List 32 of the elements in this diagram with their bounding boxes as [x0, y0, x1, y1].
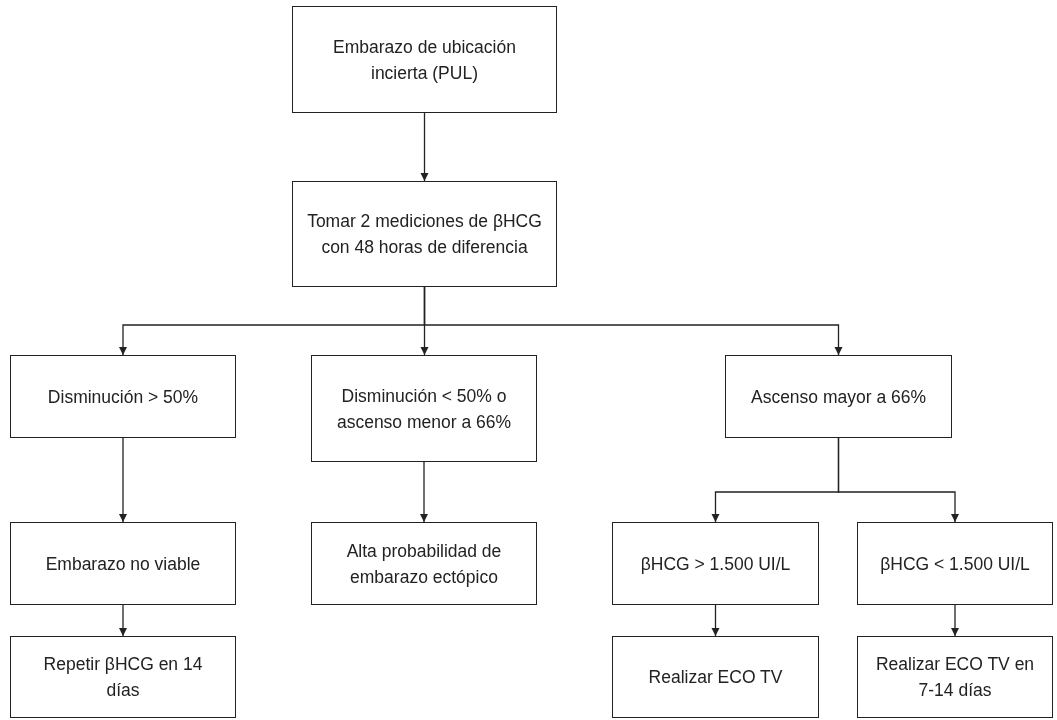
box-text: Embarazo de ubicación incierta (PUL) [332, 35, 517, 85]
box-text: Tomar 2 mediciones de βHCG con 48 horas de diferencia [307, 210, 542, 259]
arrow [711, 604, 720, 637]
process-box [857, 636, 1053, 718]
process-box [612, 636, 819, 718]
process-box [857, 522, 1053, 605]
box-text: Disminución > 50% [47, 385, 199, 409]
arrow [837, 437, 959, 523]
arrow [420, 461, 428, 523]
box-text: Disminución < 50% o ascenso menor a 66% [335, 384, 513, 434]
box-text: Ascenso mayor a 66% [750, 385, 927, 409]
process-box [10, 355, 236, 438]
process-box [10, 522, 236, 605]
process-box [311, 355, 537, 462]
process-box [292, 181, 557, 287]
process-box [725, 355, 952, 438]
box-text: βHCG < 1.500 UI/L [880, 552, 1030, 576]
box-text: Realizar ECO TV en 7-14 días [874, 653, 1036, 702]
box-text: βHCG > 1.500 UI/L [640, 552, 791, 576]
arrow [119, 437, 127, 523]
box-text: Alta probabilidad de embarazo ectópico [345, 539, 503, 589]
arrow [423, 286, 843, 356]
arrow [951, 604, 959, 637]
box-text: Repetir βHCG en 14 días [42, 653, 204, 702]
arrow [119, 604, 127, 637]
arrow [420, 112, 429, 182]
process-box [292, 6, 557, 113]
box-text: Realizar ECO TV [648, 666, 783, 689]
box-text: Embarazo no viable [45, 552, 201, 576]
process-box [612, 522, 819, 605]
process-box [10, 636, 236, 718]
process-box [311, 522, 537, 605]
